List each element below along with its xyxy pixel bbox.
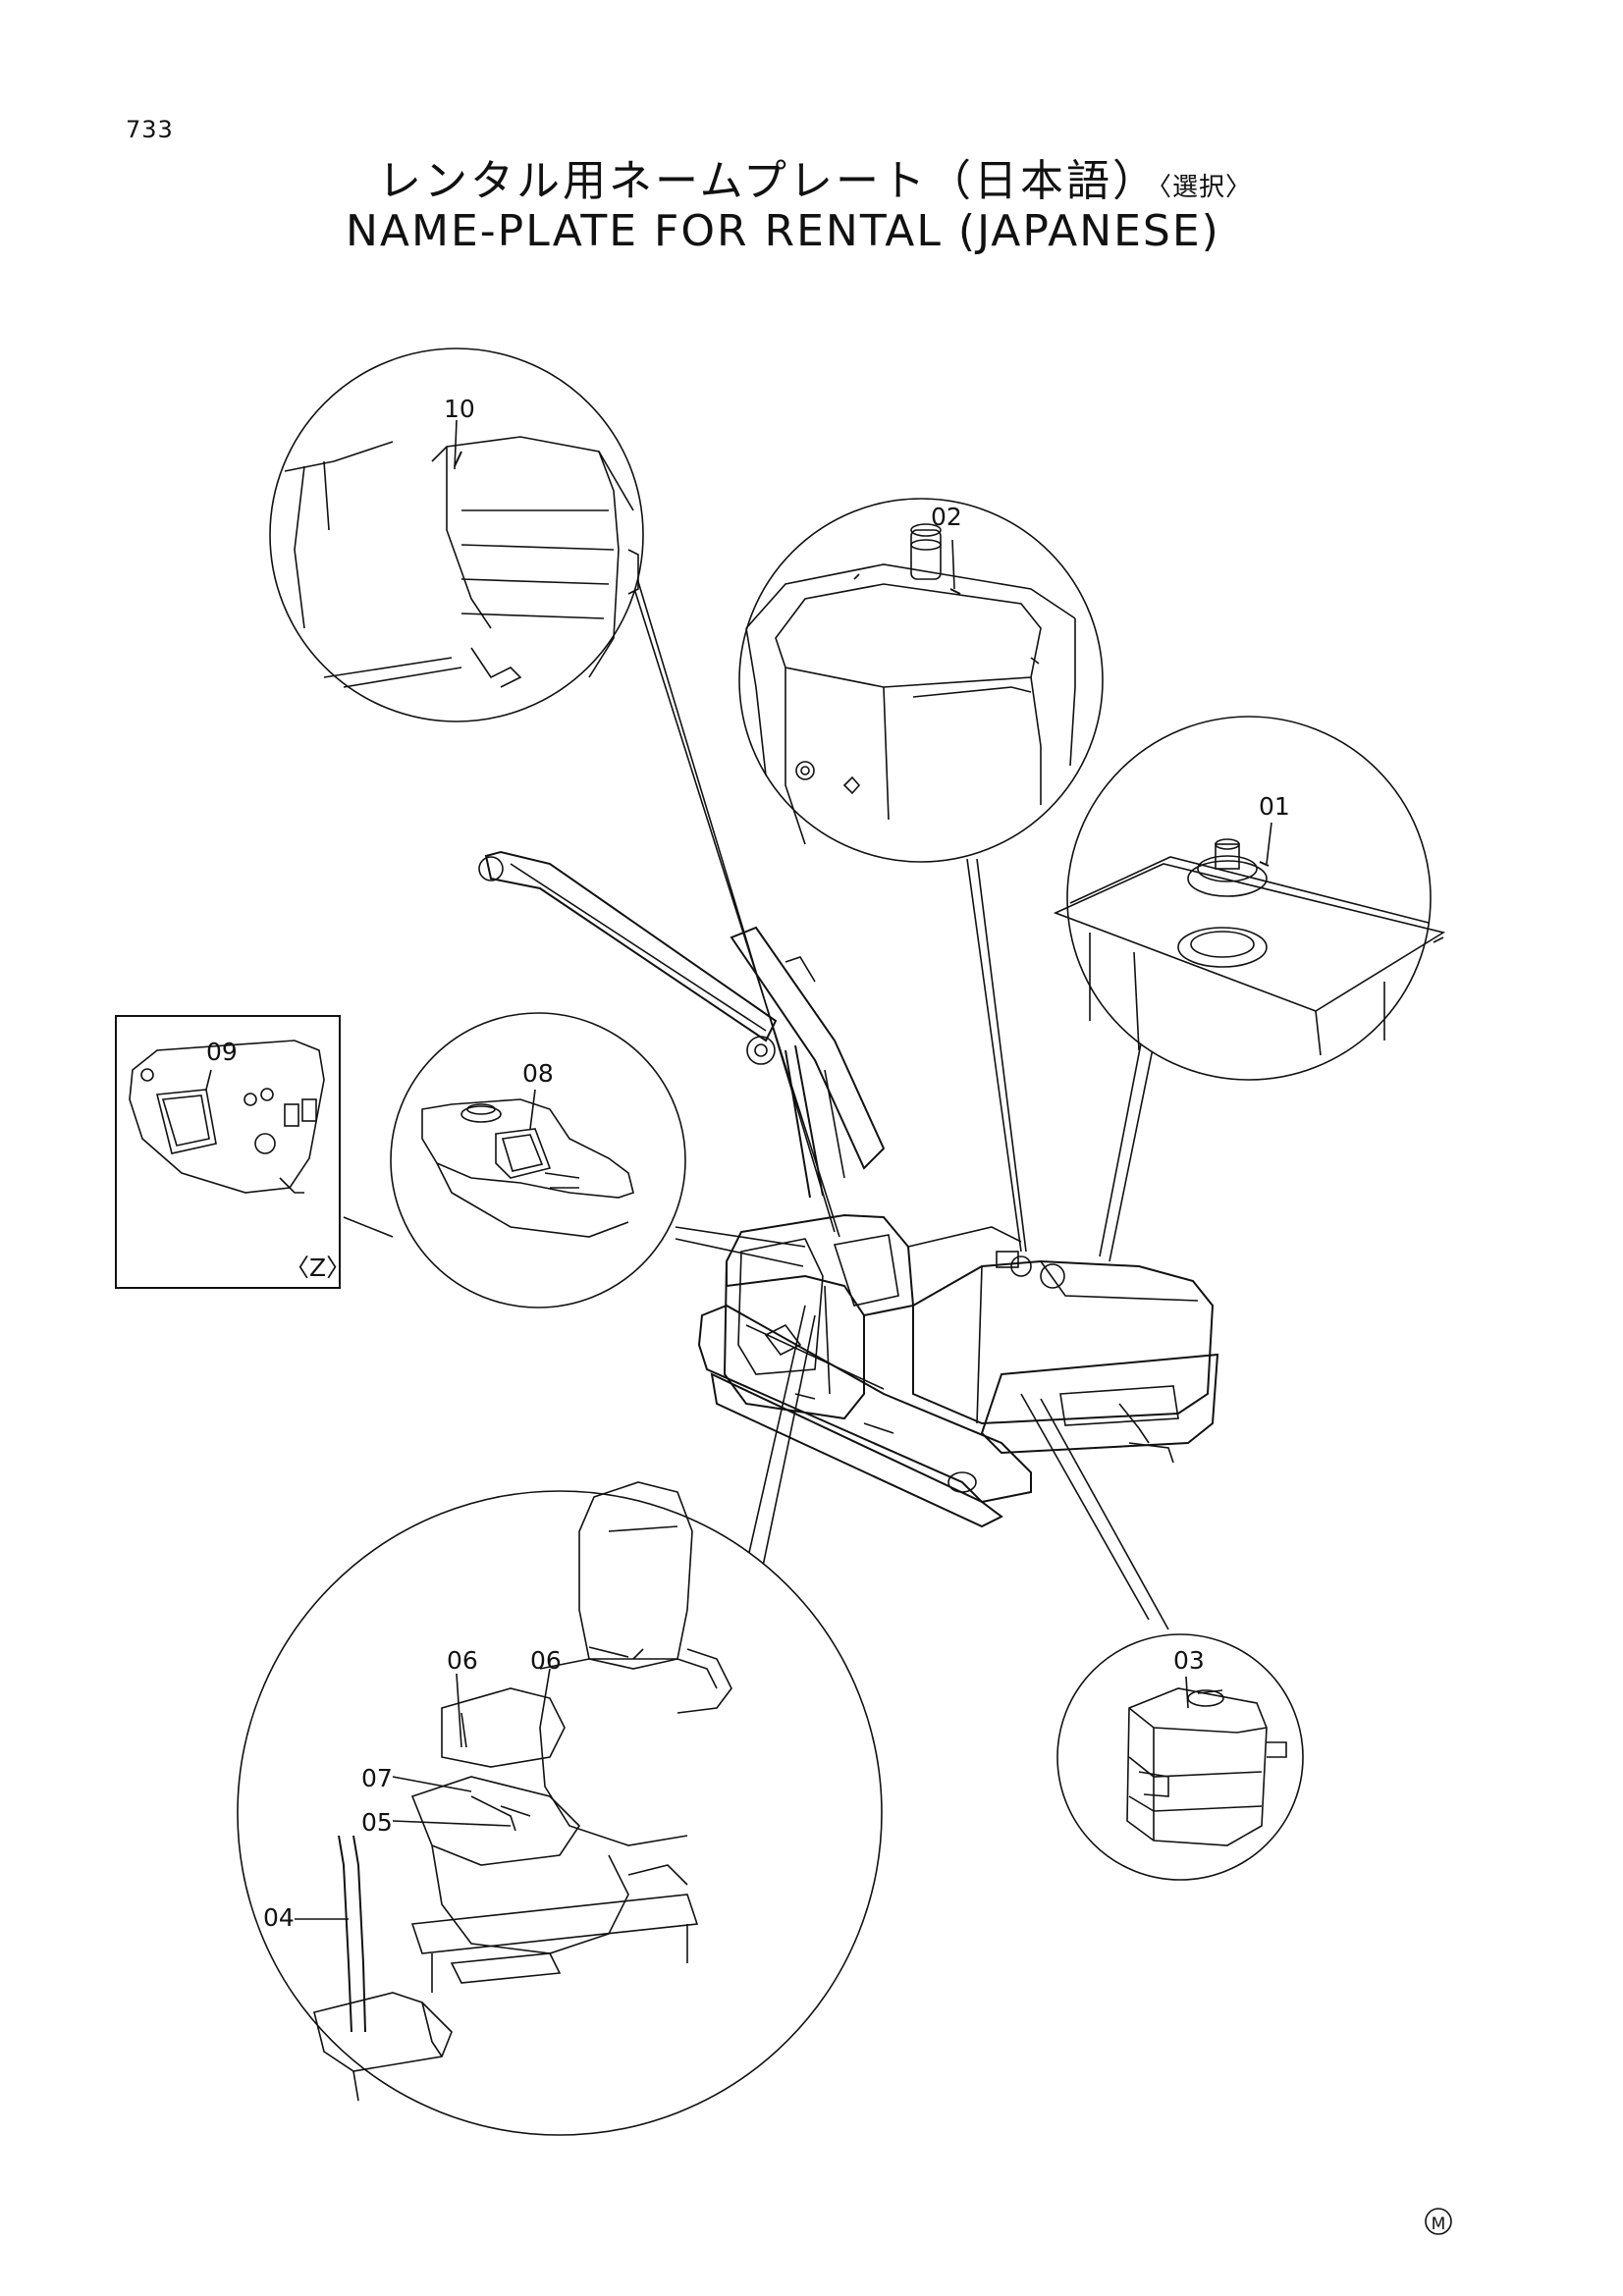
detail-circle-10 bbox=[269, 347, 644, 722]
page-number: 733 bbox=[126, 116, 174, 143]
detail-circle-02 bbox=[738, 498, 1104, 863]
detail-circle-seat bbox=[237, 1481, 883, 2136]
detail-circle-08 bbox=[390, 1012, 686, 1308]
title-japanese-suffix: 〈選択〉 bbox=[1159, 173, 1253, 202]
callout-03: 03 bbox=[1173, 1646, 1205, 1675]
callout-08: 08 bbox=[522, 1059, 554, 1088]
callout-04: 04 bbox=[263, 1903, 295, 1932]
callout-09: 09 bbox=[206, 1038, 238, 1066]
view-label-z: 〈Z〉 bbox=[285, 1254, 351, 1282]
callout-01: 01 bbox=[1259, 792, 1290, 821]
title-english: NAME-PLATE FOR RENTAL (JAPANESE) bbox=[346, 206, 1220, 256]
detail-circle-03 bbox=[1056, 1633, 1304, 1881]
detail-circle-01 bbox=[1053, 716, 1446, 1081]
m-mark-text: M bbox=[1432, 2215, 1446, 2234]
title-japanese-main: レンタル用ネームプレート（日本語） bbox=[378, 156, 1160, 206]
callout-02: 02 bbox=[931, 503, 962, 531]
callout-06-armrest: 06 bbox=[447, 1646, 478, 1675]
m-mark: M bbox=[1425, 2208, 1452, 2235]
callout-05: 05 bbox=[361, 1808, 393, 1837]
callout-07: 07 bbox=[361, 1764, 393, 1792]
callout-10: 10 bbox=[444, 395, 475, 423]
callout-06-seat: 06 bbox=[530, 1646, 562, 1675]
detail-box-09 bbox=[115, 1015, 341, 1289]
title-japanese: レンタル用ネームプレート（日本語）〈選択〉 bbox=[378, 145, 1252, 208]
